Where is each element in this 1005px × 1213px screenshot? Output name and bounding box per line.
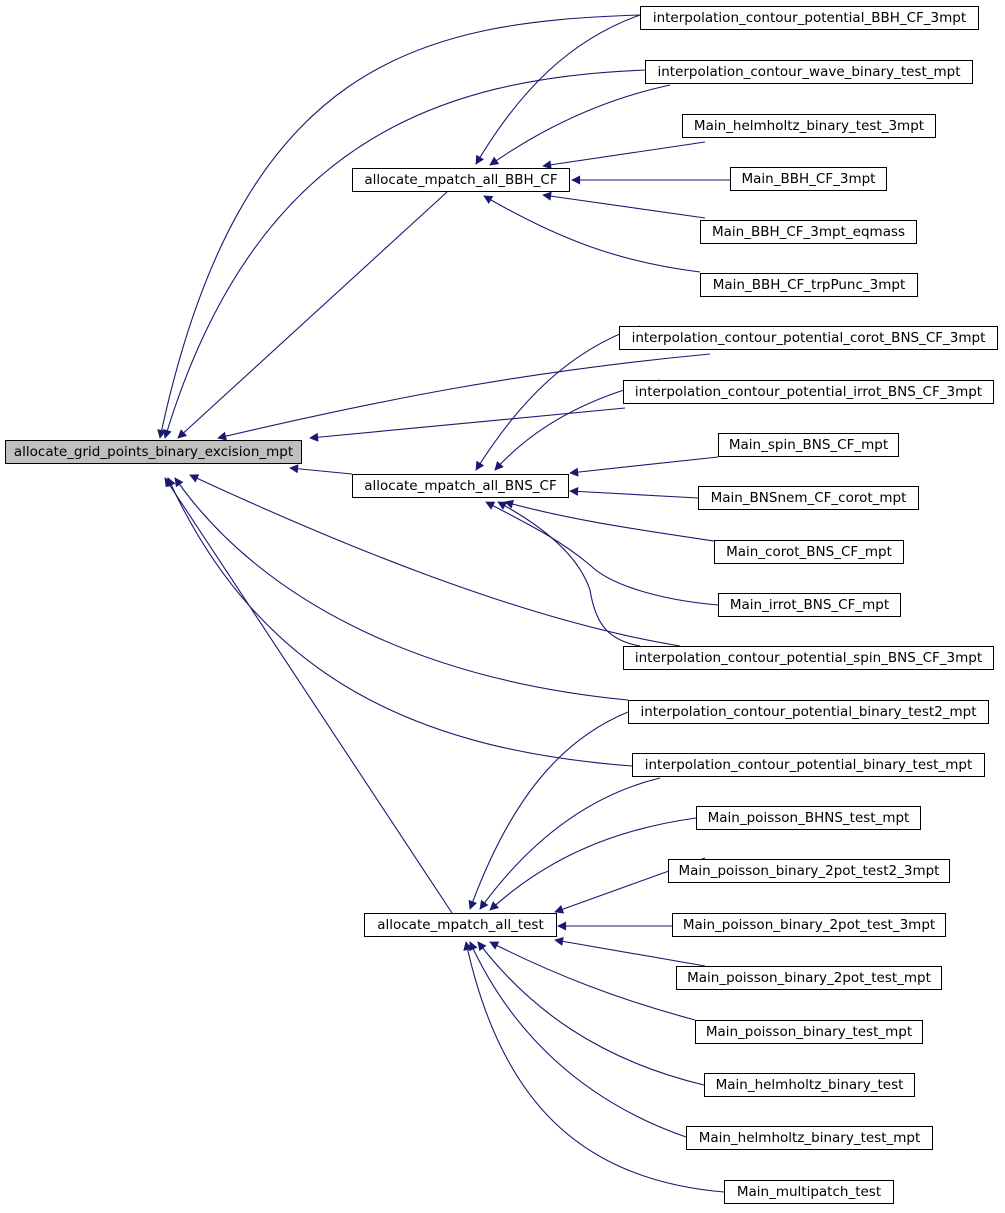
e-bbh-root [177, 191, 448, 439]
node-main-poisson-binary-2pot-test-mpt[interactable]: Main_poisson_binary_2pot_test_mpt [676, 966, 942, 990]
e-icwave-bbh [489, 84, 671, 166]
node-allocate-grid-points-binary-excision-mpt: allocate_grid_points_binary_excision_mpt [5, 440, 302, 464]
node-main-helmholtz-binary-test-3mpt[interactable]: Main_helmholtz_binary_test_3mpt [682, 114, 936, 138]
node-main-bnsnem-cf-corot-mpt[interactable]: Main_BNSnem_CF_corot_mpt [698, 486, 919, 510]
node-interpolation-contour-potential-irrot-bns-cf-3mpt[interactable]: interpolation_contour_potential_irrot_BN… [623, 380, 994, 404]
e-mbbhtrp-bbh [483, 195, 701, 273]
e-icspin-root [189, 474, 681, 647]
node-main-spin-bns-cf-mpt[interactable]: Main_spin_BNS_CF_mpt [718, 433, 899, 457]
node-main-poisson-bhns-test-mpt[interactable]: Main_poisson_BHNS_test_mpt [696, 806, 921, 830]
node-main-helmholtz-binary-test[interactable]: Main_helmholtz_binary_test [704, 1073, 915, 1097]
node-allocate-mpatch-all-bbh-cf[interactable]: allocate_mpatch_all_BBH_CF [352, 168, 570, 192]
node-interpolation-contour-potential-binary-test2-mpt[interactable]: interpolation_contour_potential_binary_t… [628, 700, 989, 724]
e-mcorot-bns [504, 499, 715, 542]
node-main-poisson-binary-test-mpt[interactable]: Main_poisson_binary_test_mpt [695, 1020, 923, 1044]
node-main-multipatch-test[interactable]: Main_multipatch_test [724, 1180, 894, 1204]
e-mpoisbhns-test [489, 817, 697, 911]
e-mhelm3-bbh [542, 141, 706, 170]
e-mbbheq-bbh [542, 191, 706, 219]
node-main-corot-bns-cf-mpt[interactable]: Main_corot_BNS_CF_mpt [714, 540, 904, 564]
e-icpotbbh-bbh [475, 14, 641, 165]
e-mpois-test [489, 941, 696, 1021]
e-mbnsnem-bns [569, 486, 699, 499]
e-bns-root [289, 464, 353, 475]
e-icspin-bns [497, 501, 641, 647]
node-main-bbh-cf-3mpt[interactable]: Main_BBH_CF_3mpt [730, 167, 887, 191]
node-interpolation-contour-wave-binary-test-mpt[interactable]: interpolation_contour_wave_binary_test_m… [645, 60, 973, 84]
node-main-poisson-binary-2pot-test-3mpt[interactable]: Main_poisson_binary_2pot_test_3mpt [672, 913, 946, 937]
e-mpois2pot-test [554, 936, 706, 967]
node-main-bbh-cf-trppunc-3mpt[interactable]: Main_BBH_CF_trpPunc_3mpt [700, 273, 918, 297]
node-main-irrot-bns-cf-mpt[interactable]: Main_irrot_BNS_CF_mpt [718, 593, 901, 617]
e-icirrot-root [309, 407, 626, 442]
node-main-helmholtz-binary-test-mpt[interactable]: Main_helmholtz_binary_test_mpt [686, 1126, 933, 1150]
e-iccorot-root [217, 353, 711, 441]
e-mspin-bns [569, 456, 719, 477]
node-interpolation-contour-potential-corot-bns-cf-3mpt[interactable]: interpolation_contour_potential_corot_BN… [619, 326, 998, 350]
e-mirrot-bns [485, 501, 719, 606]
node-interpolation-contour-potential-spin-bns-cf-3mpt[interactable]: interpolation_contour_potential_spin_BNS… [623, 646, 994, 670]
node-main-bbh-cf-3mpt-eqmass[interactable]: Main_BBH_CF_3mpt_eqmass [700, 220, 917, 244]
e-mhelmmpt-test [469, 941, 687, 1138]
node-allocate-mpatch-all-bns-cf[interactable]: allocate_mpatch_all_BNS_CF [352, 474, 569, 498]
node-allocate-mpatch-all-test[interactable]: allocate_mpatch_all_test [364, 913, 557, 937]
e-icpotbbh-root [157, 14, 641, 439]
e-icwave-root [163, 69, 646, 439]
node-interpolation-contour-potential-binary-test-mpt[interactable]: interpolation_contour_potential_binary_t… [632, 753, 985, 777]
e-ictest2-test [468, 711, 629, 910]
e-ictest-root [167, 477, 633, 767]
e-mmulti-test [463, 941, 725, 1193]
e-ictest2-root [174, 477, 629, 701]
e-mhelm-test [477, 941, 705, 1086]
e-iccorot-bns [475, 325, 641, 471]
node-interpolation-contour-potential-bbh-cf-3mpt[interactable]: interpolation_contour_potential_BBH_CF_3… [640, 6, 979, 30]
node-main-poisson-binary-2pot-test2-3mpt[interactable]: Main_poisson_binary_2pot_test2_3mpt [668, 859, 950, 883]
e-ictest-test [479, 777, 661, 910]
e-test-root [164, 477, 453, 914]
